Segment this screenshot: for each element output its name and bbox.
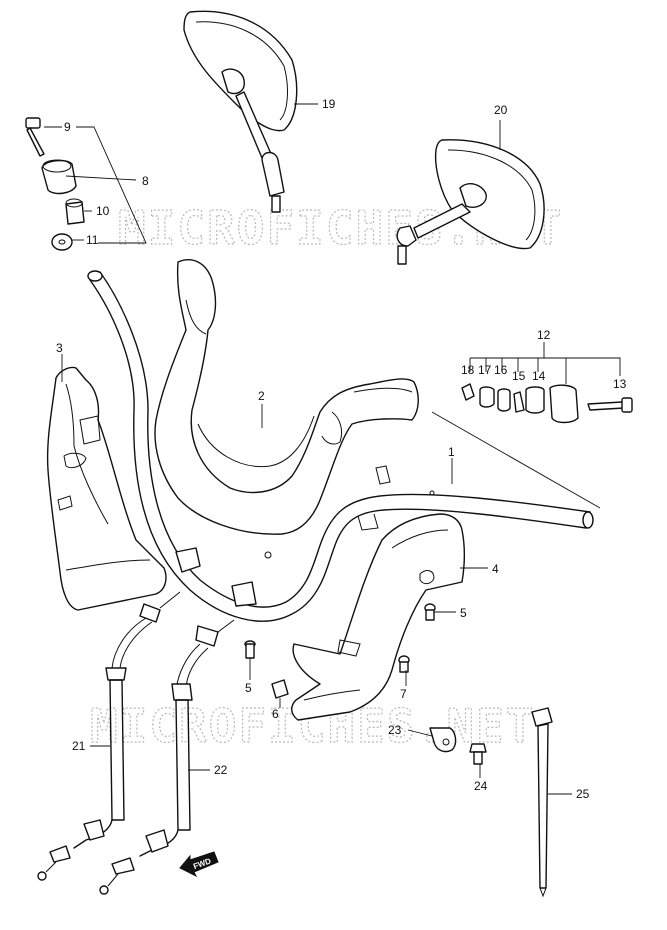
weight-8 <box>41 159 77 195</box>
cable-21 <box>37 591 181 881</box>
callout-2: 2 <box>258 389 265 403</box>
callout-25: 25 <box>576 787 590 801</box>
callout-14: 14 <box>532 369 546 383</box>
callout-12: 12 <box>537 328 551 342</box>
bolt-9 <box>25 117 45 157</box>
callout-7: 7 <box>400 687 407 701</box>
fwd-arrow-icon: FWD <box>179 851 219 878</box>
sleeve-10 <box>65 198 85 225</box>
screw-5-left <box>244 640 256 659</box>
callout-15: 15 <box>512 369 526 383</box>
callout-1: 1 <box>448 445 455 459</box>
callout-20: 20 <box>494 103 508 117</box>
clip-6 <box>271 679 289 699</box>
callout-16: 16 <box>494 363 508 377</box>
bolt-24 <box>469 743 487 765</box>
callout-8: 8 <box>142 174 149 188</box>
mirror-right <box>396 139 545 265</box>
mirror-left <box>183 10 298 213</box>
callout-22: 22 <box>214 763 228 777</box>
callout-5-right: 5 <box>460 606 467 620</box>
callout-6: 6 <box>272 707 279 721</box>
callout-19: 19 <box>322 97 336 111</box>
cable-22 <box>99 619 235 895</box>
callout-23: 23 <box>388 723 402 737</box>
callout-17: 17 <box>478 363 492 377</box>
cable-tie-25 <box>531 707 553 898</box>
panel-4 <box>291 513 465 721</box>
part-group-12 <box>461 383 633 424</box>
callout-5-left: 5 <box>245 681 252 695</box>
callout-3: 3 <box>56 341 63 355</box>
callout-9: 9 <box>64 120 71 134</box>
callout-11: 11 <box>86 233 99 247</box>
leader-lines <box>44 103 621 795</box>
handlebar-1 <box>87 270 594 622</box>
screw-5-right <box>424 603 436 621</box>
callout-18: 18 <box>461 363 475 377</box>
handlebar-cover-2 <box>154 259 419 535</box>
callouts: 1 2 3 4 5 5 6 7 8 9 10 11 12 13 14 15 16… <box>56 97 627 801</box>
callout-21: 21 <box>72 739 86 753</box>
callout-13: 13 <box>613 377 627 391</box>
washer-11 <box>51 233 73 251</box>
clamp-23 <box>429 727 457 753</box>
callout-10: 10 <box>96 204 110 218</box>
panel-3 <box>46 366 167 611</box>
callout-4: 4 <box>492 562 499 576</box>
screw-7 <box>398 655 410 673</box>
callout-24: 24 <box>474 779 488 793</box>
